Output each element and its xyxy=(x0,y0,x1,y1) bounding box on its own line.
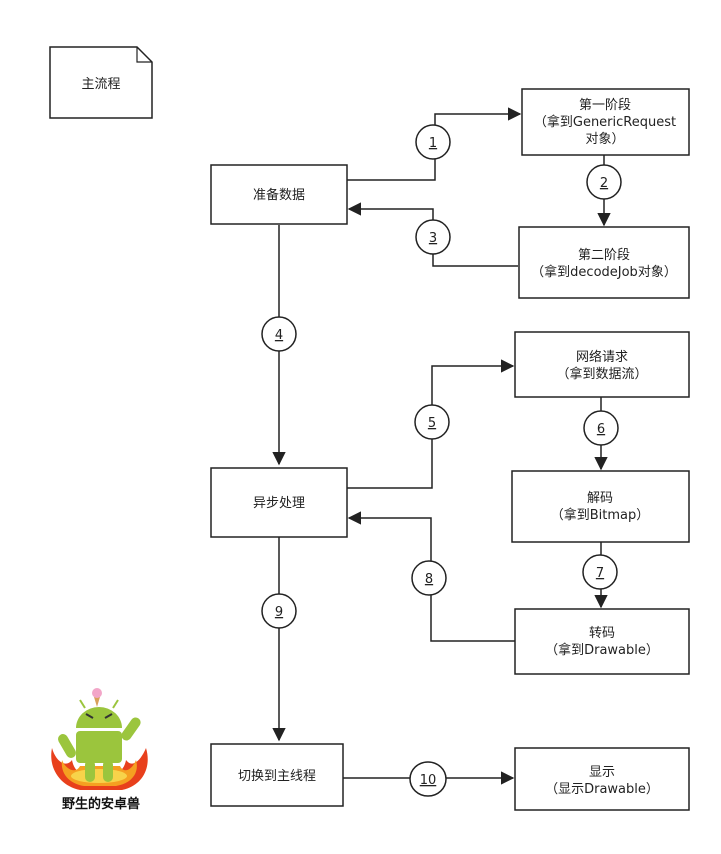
step-circle-8 xyxy=(411,560,447,596)
step-label-4: 4 xyxy=(275,328,283,343)
ice-cream-icon xyxy=(92,688,102,707)
box-transcode-text: 转码 （拿到Drawable） xyxy=(545,626,659,658)
box-decode xyxy=(511,470,690,543)
box-async-processing xyxy=(210,467,348,538)
step-circle-7 xyxy=(582,554,618,590)
svg-text:第一阶段: 第一阶段 xyxy=(579,98,631,113)
svg-text:对象）: 对象） xyxy=(585,132,624,147)
android-logo: 野生的安卓兽 xyxy=(51,688,148,812)
svg-text:（拿到GenericRequest: （拿到GenericRequest xyxy=(534,114,676,130)
svg-text:准备数据: 准备数据 xyxy=(253,187,305,203)
box-prepare-data-text: 准备数据 xyxy=(253,187,305,203)
svg-text:切换到主线程: 切换到主线程 xyxy=(238,769,316,784)
svg-text:显示: 显示 xyxy=(589,765,615,780)
note-label: 主流程 xyxy=(81,77,120,92)
step-label-9: 9 xyxy=(275,605,283,620)
step-circle-9 xyxy=(261,593,297,629)
step-label-6: 6 xyxy=(597,422,605,437)
box-stage-1 xyxy=(521,88,690,156)
box-display-text: 显示 （显示Drawable） xyxy=(545,765,659,797)
svg-text:解码: 解码 xyxy=(587,491,613,506)
svg-text:（拿到Drawable）: （拿到Drawable） xyxy=(545,642,659,658)
box-decode-text: 解码 （拿到Bitmap） xyxy=(551,491,650,523)
android-robot-icon xyxy=(58,699,141,782)
logo-caption: 野生的安卓兽 xyxy=(62,796,140,812)
step-label-1: 1 xyxy=(429,136,437,151)
step-circle-10 xyxy=(409,761,447,797)
box-network-request xyxy=(514,331,690,398)
step-circle-5 xyxy=(414,404,450,440)
svg-text:网络请求: 网络请求 xyxy=(576,349,628,365)
step-label-5: 5 xyxy=(428,416,436,431)
step-label-10: 10 xyxy=(420,773,437,788)
box-stage-2-text: 第二阶段 （拿到decodeJob对象） xyxy=(531,248,677,280)
svg-text:（显示Drawable）: （显示Drawable） xyxy=(545,782,659,797)
step-label-2: 2 xyxy=(600,176,608,191)
svg-text:（拿到Bitmap）: （拿到Bitmap） xyxy=(551,507,650,523)
svg-text:（拿到decodeJob对象）: （拿到decodeJob对象） xyxy=(531,264,677,280)
step-circle-2 xyxy=(586,164,622,200)
svg-text:第二阶段: 第二阶段 xyxy=(578,248,630,263)
box-transcode xyxy=(514,608,690,675)
box-switch-main-thread-text: 切换到主线程 xyxy=(238,769,316,784)
step-label-3: 3 xyxy=(429,231,437,246)
android-face-icon xyxy=(85,713,113,719)
box-switch-main-thread xyxy=(210,743,344,807)
box-stage-1-text: 第一阶段 （拿到GenericRequest 对象） xyxy=(534,98,676,147)
step-circle-4 xyxy=(261,316,297,352)
box-stage-2 xyxy=(518,226,690,299)
step-circle-1 xyxy=(415,124,451,160)
step-label-7: 7 xyxy=(596,566,604,581)
box-display xyxy=(514,747,690,811)
step-circle-3 xyxy=(415,219,451,255)
step-label-8: 8 xyxy=(425,572,433,587)
step-circle-6 xyxy=(583,410,619,446)
box-async-processing-text: 异步处理 xyxy=(253,496,305,511)
box-prepare-data xyxy=(210,164,348,225)
svg-text:（拿到数据流）: （拿到数据流） xyxy=(556,366,647,382)
svg-text:异步处理: 异步处理 xyxy=(253,496,305,511)
box-network-request-text: 网络请求 （拿到数据流） xyxy=(556,349,647,382)
svg-text:转码: 转码 xyxy=(589,626,615,641)
note-main-flow: 主流程 xyxy=(49,46,153,119)
